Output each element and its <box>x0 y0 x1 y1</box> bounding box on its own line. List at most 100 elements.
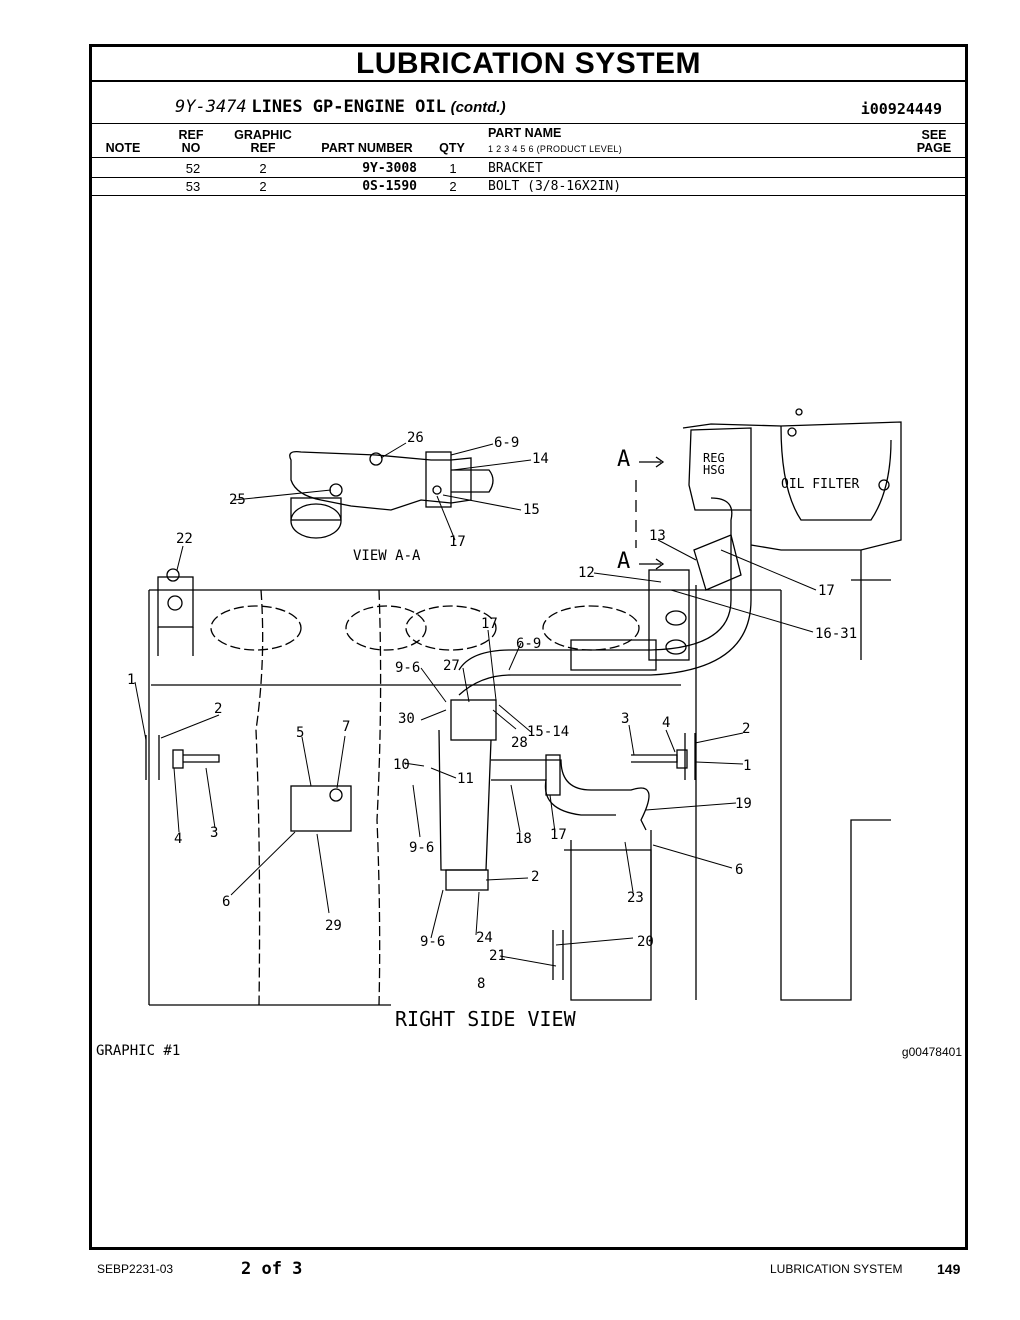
callout-label: 15 <box>523 502 540 518</box>
leader-lines <box>134 442 817 967</box>
header-part-name: PART NAME <box>488 126 562 140</box>
callout-label: 3 <box>621 711 629 727</box>
callout-label: 27 <box>443 658 460 674</box>
section-marker <box>635 456 665 570</box>
cell-part-name: BOLT (3/8-16X2IN) <box>488 179 622 194</box>
callout-label: 22 <box>176 531 193 547</box>
section-marker-top: A <box>617 447 630 472</box>
doc-number: SEBP2231-03 <box>97 1262 174 1276</box>
callout-label: 21 <box>489 948 506 964</box>
view-aa-label: VIEW A-A <box>353 548 421 564</box>
callout-label: 2 <box>531 869 539 885</box>
callout-label: 19 <box>735 796 752 812</box>
callout-label: 9-6 <box>420 934 445 950</box>
group-heading: 9Y-3474 LINES GP-ENGINE OIL (contd.) <box>175 97 506 117</box>
callout-label: 23 <box>627 890 644 906</box>
cell-ref-no: 53 <box>185 179 201 194</box>
page-frame <box>89 44 968 1250</box>
header-product-level: 1 2 3 4 5 6 (PRODUCT LEVEL) <box>488 144 622 154</box>
header-see-page: SEE PAGE <box>910 129 958 155</box>
oil-lines <box>290 497 752 940</box>
group-part-number: 9Y-3474 <box>175 97 247 117</box>
cell-graphic-ref: 2 <box>259 161 267 176</box>
group-contd: (contd.) <box>450 99 506 116</box>
reg-hsg-label-1: REG <box>703 451 725 465</box>
page-number: 149 <box>937 1261 961 1277</box>
callout-label: 4 <box>662 715 670 731</box>
view-aa-detail <box>289 451 494 539</box>
callout-label: 24 <box>476 930 493 946</box>
cell-graphic-ref: 2 <box>259 179 267 194</box>
callout-label: 17 <box>481 616 498 632</box>
callout-label: 30 <box>398 711 415 727</box>
fitting-22 <box>157 568 194 656</box>
callout-label: 14 <box>532 451 549 467</box>
footer-section: LUBRICATION SYSTEM <box>770 1262 903 1276</box>
header-graphic-ref-line2: REF <box>250 141 276 155</box>
bolts <box>145 733 696 980</box>
callout-label: 15-14 <box>527 724 569 740</box>
callout-label: 17 <box>818 583 835 599</box>
header-see-page-line1: SEE <box>921 128 947 142</box>
callout-label: 18 <box>515 831 532 847</box>
callout-label: 2 <box>742 721 750 737</box>
callout-label: 16-31 <box>815 626 857 642</box>
callout-label: 2 <box>214 701 222 717</box>
callout-label: 1 <box>743 758 751 774</box>
cell-part-number: 9Y-3008 <box>362 161 417 176</box>
callout-label: 12 <box>578 565 595 581</box>
callout-label: 13 <box>649 528 666 544</box>
graphic-id: g00478401 <box>901 1045 962 1059</box>
header-ref-no: REF NO <box>172 129 210 155</box>
callout-label: 28 <box>511 735 528 751</box>
callout-label: 17 <box>449 534 466 550</box>
header-graphic-ref-line1: GRAPHIC <box>234 128 292 142</box>
oil-filter-housing <box>682 408 902 660</box>
engine-block-outline <box>148 585 891 1006</box>
callout-label: 10 <box>393 757 410 773</box>
graphic-label: GRAPHIC #1 <box>96 1043 181 1059</box>
callout-label: 6 <box>222 894 230 910</box>
table-row: 52 2 9Y-3008 1 BRACKET <box>91 159 967 178</box>
callout-label: 1 <box>127 672 135 688</box>
callout-label: 9-6 <box>395 660 420 676</box>
oil-filter-label: OIL FILTER <box>781 477 859 492</box>
illustration-id: i00924449 <box>860 100 942 118</box>
engine-lubrication-drawing: VIEW A-A RIGHT SIDE VIEW REG HSG OIL FIL… <box>127 408 902 1031</box>
callout-label: 17 <box>550 827 567 843</box>
group-name: LINES GP-ENGINE OIL <box>251 97 446 117</box>
header-qty: QTY <box>439 141 465 155</box>
callout-label: 7 <box>342 719 350 735</box>
callout-label: 25 <box>229 492 246 508</box>
callout-label: 9-6 <box>409 840 434 856</box>
callout-label: 6-9 <box>494 435 519 451</box>
header-ref-no-line1: REF <box>178 128 204 142</box>
reg-hsg-label-2: HSG <box>703 463 725 477</box>
callout-label: 4 <box>174 831 182 847</box>
header-graphic-ref: GRAPHIC REF <box>228 129 298 155</box>
callout-label: 11 <box>457 771 474 787</box>
table-row: 53 2 0S-1590 2 BOLT (3/8-16X2IN) <box>91 177 967 196</box>
page-title: LUBRICATION SYSTEM <box>89 44 968 82</box>
callout-label: 20 <box>637 934 654 950</box>
callout-label: 6-9 <box>516 636 541 652</box>
header-see-page-line2: PAGE <box>916 141 952 155</box>
header-note: NOTE <box>105 141 141 155</box>
cell-qty: 2 <box>449 179 457 194</box>
callout-label: 29 <box>325 918 342 934</box>
header-divider-bottom <box>91 157 967 158</box>
callout-label: 5 <box>296 725 304 741</box>
pagination: 2 of 3 <box>241 1259 303 1279</box>
header-divider-top <box>91 123 967 124</box>
section-marker-bottom: A <box>617 549 630 574</box>
cell-part-name: BRACKET <box>488 161 543 176</box>
callout-label: 26 <box>407 430 424 446</box>
callout-label: 8 <box>477 976 485 992</box>
cell-ref-no: 52 <box>185 161 201 176</box>
callout-label: 6 <box>735 862 743 878</box>
drawing-labels: VIEW A-A RIGHT SIDE VIEW REG HSG OIL FIL… <box>127 430 859 1031</box>
callout-label: 3 <box>210 825 218 841</box>
cell-qty: 1 <box>449 161 457 176</box>
header-ref-no-line2: NO <box>181 141 201 155</box>
right-side-view-label: RIGHT SIDE VIEW <box>395 1007 577 1031</box>
